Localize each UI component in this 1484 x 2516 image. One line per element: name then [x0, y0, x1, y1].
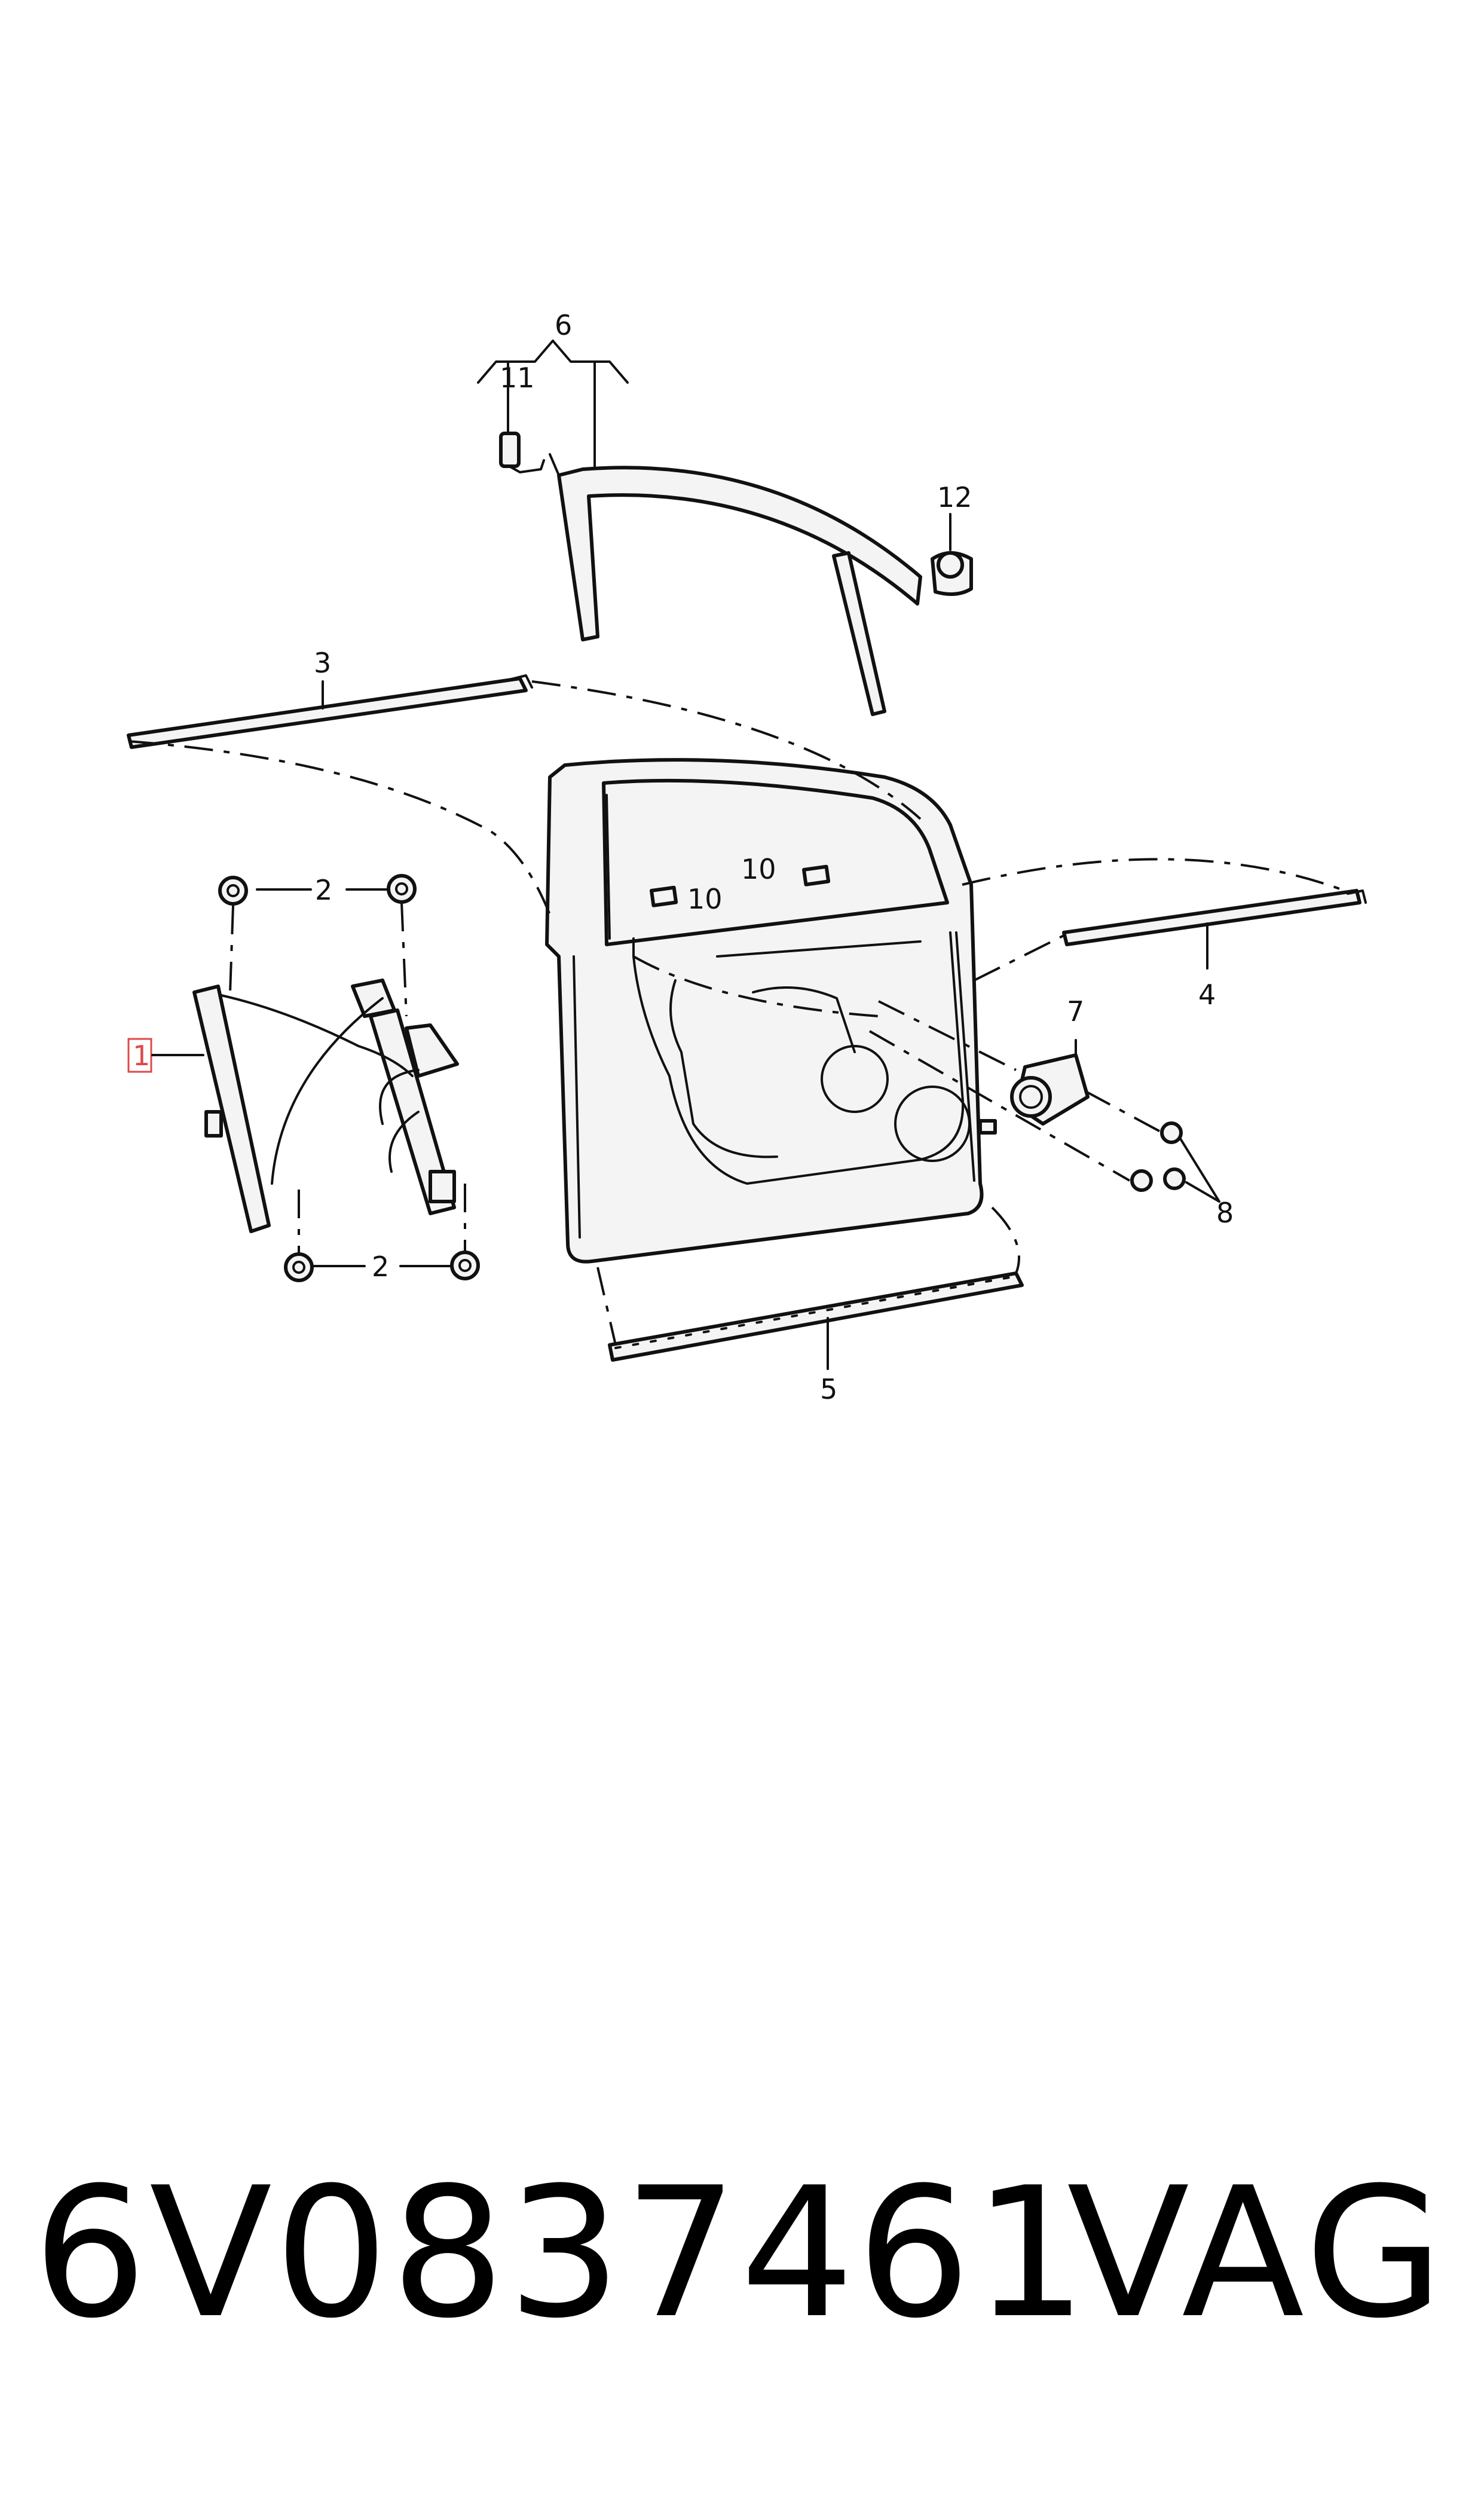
callout-6-bracket [477, 340, 629, 467]
callout-10-upper: 10 [741, 853, 776, 885]
nut-top-right [387, 874, 417, 904]
window-regulator [192, 979, 459, 1233]
nut-bottom-right [450, 1251, 480, 1280]
bolt-c [1163, 1167, 1186, 1190]
callout-1-highlight: 1 [127, 1038, 204, 1073]
outer-window-strip [1062, 889, 1367, 970]
door-shell [545, 758, 997, 1264]
footer: 6V0837461 VAG [0, 2128, 1484, 2379]
callout-3: 3 [314, 647, 331, 679]
callout-1: 1 [133, 1040, 150, 1072]
callout-2-top: 2 [315, 874, 332, 906]
callout-12: 12 [937, 481, 972, 513]
door-bottom-seal [608, 1271, 1024, 1370]
callout-8: 8 [1216, 1197, 1234, 1229]
callout-6: 6 [555, 309, 572, 341]
callout-11: 11 [500, 362, 535, 394]
screw-11 [499, 432, 545, 473]
window-motor [1010, 1039, 1090, 1126]
callout-5: 5 [820, 1373, 837, 1405]
callout-7: 7 [1067, 995, 1084, 1028]
callout-4: 4 [1198, 979, 1216, 1011]
inner-window-strip [127, 674, 533, 749]
nut-top-left [218, 876, 248, 906]
window-frame-seal [549, 453, 922, 716]
bolt-a [1160, 1121, 1183, 1144]
clip-12 [931, 513, 973, 596]
callout-10-lower: 10 [687, 883, 723, 915]
brand-label: VAG [1067, 2149, 1448, 2358]
nut-bottom-left [284, 1252, 314, 1282]
part-number: 6V0837461 [33, 2149, 1090, 2358]
bolt-b [1130, 1169, 1153, 1192]
callout-2-bottom: 2 [372, 1251, 389, 1283]
